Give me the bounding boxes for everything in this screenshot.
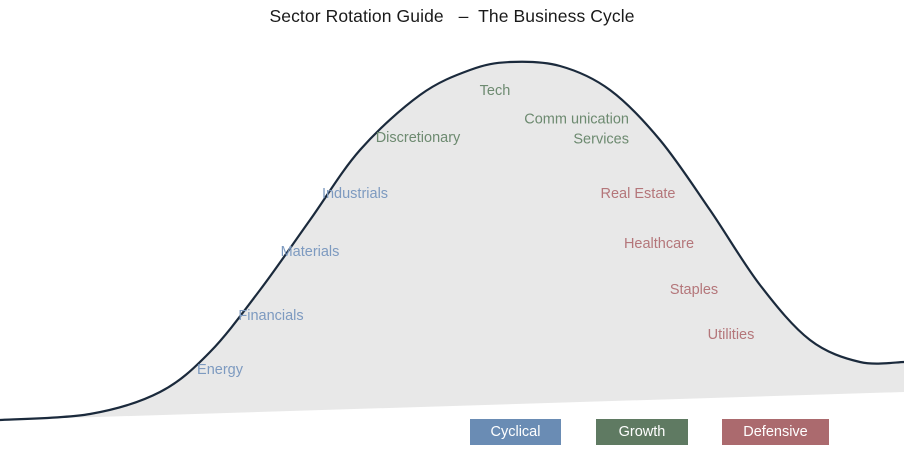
sector-label-line: Discretionary: [375, 130, 461, 147]
sector-label-industrials: Industrials: [322, 185, 388, 205]
cycle-area-fill: [0, 61, 904, 420]
sector-label-real-estate: Real Estate: [601, 185, 676, 205]
sector-label-line: Tech: [479, 83, 511, 100]
sector-label-line: Comm unication: [524, 111, 629, 128]
sector-label-line: Real Estate: [600, 186, 676, 203]
legend-item-defensive[interactable]: Defensive: [722, 419, 829, 445]
sector-label-staples: Staples: [670, 281, 718, 301]
chart-title: Sector Rotation Guide – The Business Cyc…: [269, 6, 635, 26]
sector-label-discretionary: Discretionary: [376, 129, 461, 149]
sector-label-tech: Tech: [480, 82, 511, 102]
legend-item-label: Growth: [618, 424, 666, 440]
sector-label-line: Staples: [669, 282, 719, 299]
sector-label-line: Financials: [238, 308, 304, 325]
cycle-curve-line: [0, 60, 904, 422]
sector-label-line: Utilities: [707, 327, 755, 344]
sector-label-line: Healthcare: [623, 236, 695, 253]
legend-item-label: Defensive: [743, 424, 808, 440]
sector-label-line: Services: [573, 131, 629, 147]
sector-label-healthcare: Healthcare: [624, 235, 694, 255]
sector-label-utilities: Utilities: [708, 326, 755, 346]
sector-label-financials: Financials: [238, 307, 303, 327]
legend-item-cyclical[interactable]: Cyclical: [470, 419, 561, 445]
legend-item-label: Cyclical: [490, 424, 541, 440]
legend-item-growth[interactable]: Growth: [596, 419, 688, 445]
sector-label-line: Materials: [280, 244, 340, 261]
sector-label-line: Energy: [197, 362, 243, 379]
sector-label-line: Industrials: [321, 186, 389, 203]
sector-label-materials: Materials: [281, 243, 340, 263]
sector-label-energy: Energy: [197, 361, 243, 381]
